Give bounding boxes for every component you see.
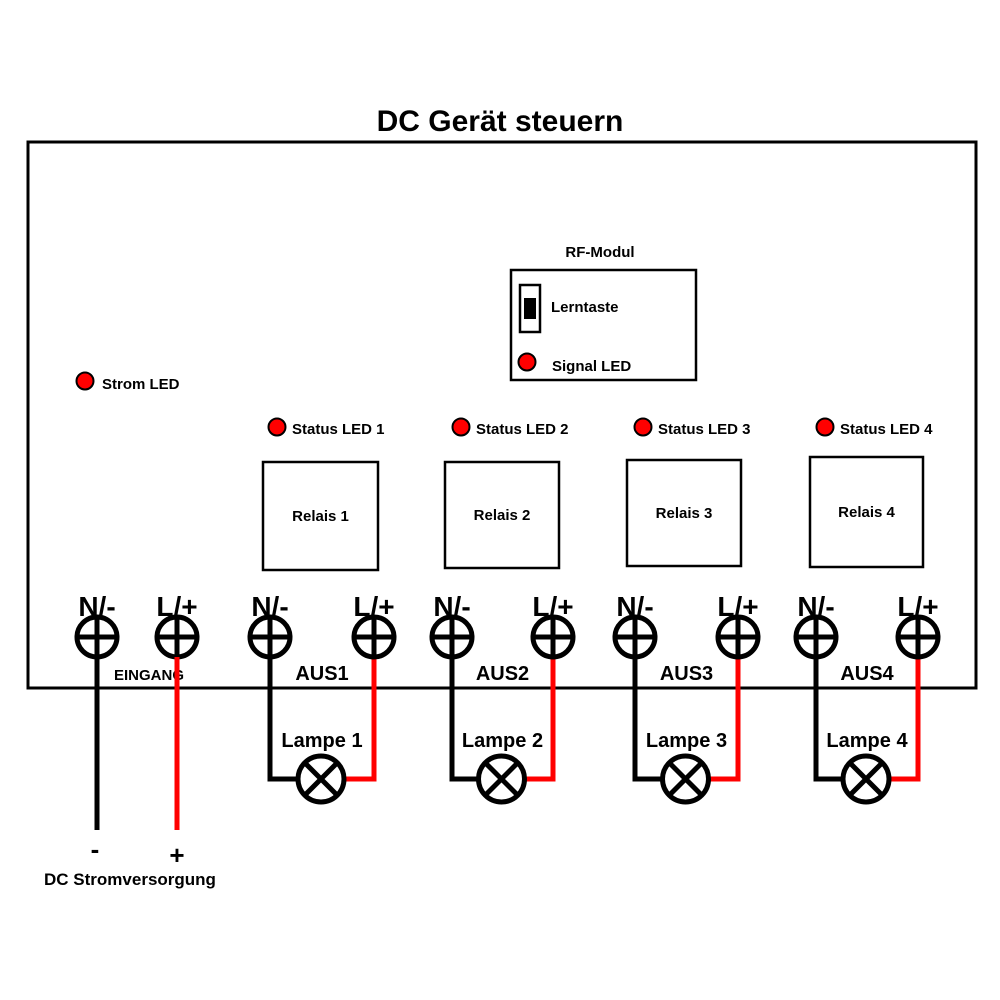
relay-1-label: Relais 1 bbox=[292, 508, 349, 525]
relay-2-label: Relais 2 bbox=[474, 507, 531, 524]
lamp-1-label: Lampe 1 bbox=[281, 730, 362, 752]
diagram-title: DC Gerät steuern bbox=[377, 105, 624, 138]
output-3-terminal-pos-screw bbox=[715, 614, 761, 660]
input-label: EINGANG bbox=[114, 667, 184, 684]
output-2-terminal-pos-screw bbox=[530, 614, 576, 660]
output-2-terminal-neg-screw bbox=[429, 614, 475, 660]
lamp-1-icon bbox=[295, 753, 347, 805]
status-led-1-label: Status LED 1 bbox=[292, 421, 385, 438]
status-led-1 bbox=[267, 417, 287, 437]
input-terminal-pos-screw bbox=[154, 614, 200, 660]
relay-2 bbox=[443, 460, 561, 570]
learn-button-label: Lerntaste bbox=[551, 299, 619, 316]
signal-led bbox=[517, 352, 537, 372]
learn-button[interactable] bbox=[518, 283, 542, 334]
output-3-terminal-neg-screw bbox=[612, 614, 658, 660]
lamp-1-wire-positive bbox=[344, 657, 377, 782]
lamp-3-cross-b bbox=[667, 761, 704, 797]
output-3-label: AUS3 bbox=[660, 663, 713, 685]
supply-plus-symbol: + bbox=[169, 840, 184, 870]
power-led-label: Strom LED bbox=[102, 376, 180, 393]
output-1-label: AUS1 bbox=[295, 663, 348, 685]
output-1-terminal-neg-screw bbox=[247, 614, 293, 660]
input-terminal-neg-screw bbox=[74, 614, 120, 660]
status-led-4 bbox=[815, 417, 835, 437]
lamp-4-wire-negative bbox=[813, 657, 843, 782]
rf-module-label: RF-Modul bbox=[565, 244, 634, 261]
learn-button-slider[interactable] bbox=[524, 298, 536, 319]
lamp-2-wire-positive bbox=[524, 657, 556, 782]
output-4-terminal-pos-screw bbox=[895, 614, 941, 660]
lamp-3-wire-negative bbox=[632, 657, 663, 782]
output-4-label: AUS4 bbox=[840, 663, 894, 685]
rf-module: RF-Modul Lerntaste Signal LED bbox=[509, 244, 698, 382]
lamp-4-wire-positive bbox=[889, 657, 921, 782]
controller-board bbox=[26, 140, 978, 690]
power-led bbox=[75, 371, 95, 391]
power-supply-label: DC Stromversorgung bbox=[44, 870, 216, 889]
status-led-3-label: Status LED 3 bbox=[658, 421, 751, 438]
output-1-terminal-pos-screw bbox=[351, 614, 397, 660]
relay-4-label: Relais 4 bbox=[838, 504, 895, 521]
supply-minus-symbol: - bbox=[91, 834, 100, 864]
rf-module-box bbox=[509, 268, 698, 382]
output-4-terminal-neg-screw bbox=[793, 614, 839, 660]
lamp-4-icon bbox=[840, 753, 892, 805]
lamp-2-label: Lampe 2 bbox=[462, 730, 543, 752]
lamp-1-cross-b bbox=[303, 761, 339, 797]
lamp-2-cross-b bbox=[483, 761, 520, 797]
status-led-2 bbox=[451, 417, 471, 437]
lamp-4-label: Lampe 4 bbox=[826, 730, 908, 752]
relay-3 bbox=[625, 458, 743, 568]
output-2-label: AUS2 bbox=[476, 663, 529, 685]
lamp-3-icon bbox=[660, 753, 711, 805]
status-led-2-label: Status LED 2 bbox=[476, 421, 569, 438]
lamp-4-cross-b bbox=[848, 761, 884, 797]
lamp-2-wire-negative bbox=[449, 657, 479, 782]
lamp-2-icon bbox=[476, 753, 527, 805]
relay-4 bbox=[808, 455, 925, 569]
relay-1 bbox=[261, 460, 380, 572]
signal-led-label: Signal LED bbox=[552, 358, 631, 375]
lamp-1-wire-negative bbox=[267, 657, 298, 782]
lamp-3-wire-positive bbox=[708, 657, 741, 782]
lamp-3-label: Lampe 3 bbox=[646, 730, 727, 752]
relay-3-label: Relais 3 bbox=[656, 505, 713, 522]
status-led-4-label: Status LED 4 bbox=[840, 421, 933, 438]
status-led-3 bbox=[633, 417, 653, 437]
